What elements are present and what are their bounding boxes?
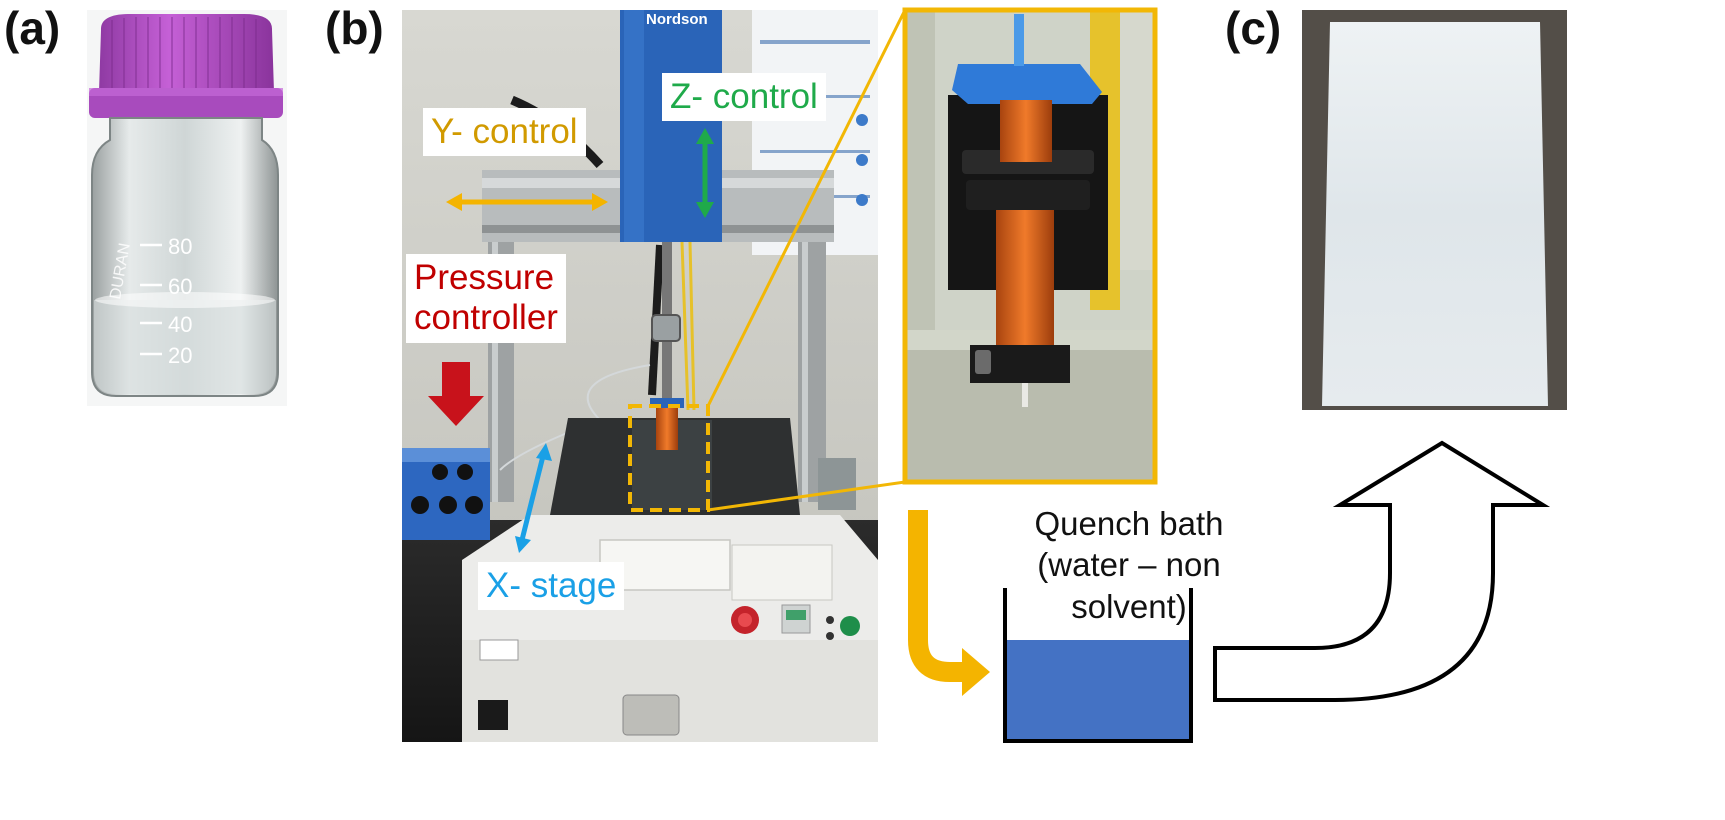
- y-control-label: Y- control: [423, 108, 586, 157]
- quench-bath-line2: (water – non solvent): [1037, 546, 1221, 625]
- graduation-20: 20: [168, 343, 192, 368]
- bath-water: [1005, 640, 1191, 740]
- zoom-line-top: [706, 9, 907, 407]
- quench-arrow: [908, 510, 990, 696]
- membrane-photo: [1302, 10, 1567, 410]
- bottle-photo: 80 60 40 20 DURAN: [87, 10, 287, 406]
- z-control-arrow: [696, 128, 714, 218]
- nordson-logo: Nordson: [646, 11, 708, 28]
- graduation-60: 60: [168, 274, 192, 299]
- panel-label-b: (b): [325, 2, 384, 54]
- pressure-controller-label: Pressure controller: [406, 254, 566, 343]
- zoom-inset: [905, 10, 1155, 482]
- zoom-inset-border: [902, 7, 1158, 485]
- zoom-line-bottom: [707, 480, 906, 512]
- hollow-arrow: [1213, 440, 1551, 702]
- bottle-cap: [99, 14, 274, 92]
- pressure-controller-line2: controller: [414, 298, 558, 338]
- quench-bath-label: Quench bath (water – non solvent): [984, 503, 1274, 627]
- y-control-arrow: [446, 193, 608, 211]
- z-control-label: Z- control: [662, 73, 826, 122]
- membrane-sheet: [1322, 22, 1548, 406]
- panel-label-a: (a): [4, 2, 61, 54]
- zoom-region-box: [628, 404, 710, 512]
- bath-container: [1003, 588, 1193, 743]
- graduation-80: 80: [168, 234, 192, 259]
- pressure-controller-line1: Pressure: [414, 258, 555, 297]
- pressure-arrow: [428, 362, 484, 426]
- quench-bath: [1003, 588, 1193, 743]
- quench-bath-line1: Quench bath: [1034, 505, 1224, 542]
- graduation-40: 40: [168, 312, 192, 337]
- x-stage-arrow: [515, 443, 552, 553]
- panel-label-c: (c): [1225, 2, 1282, 54]
- x-stage-label: X- stage: [478, 562, 625, 611]
